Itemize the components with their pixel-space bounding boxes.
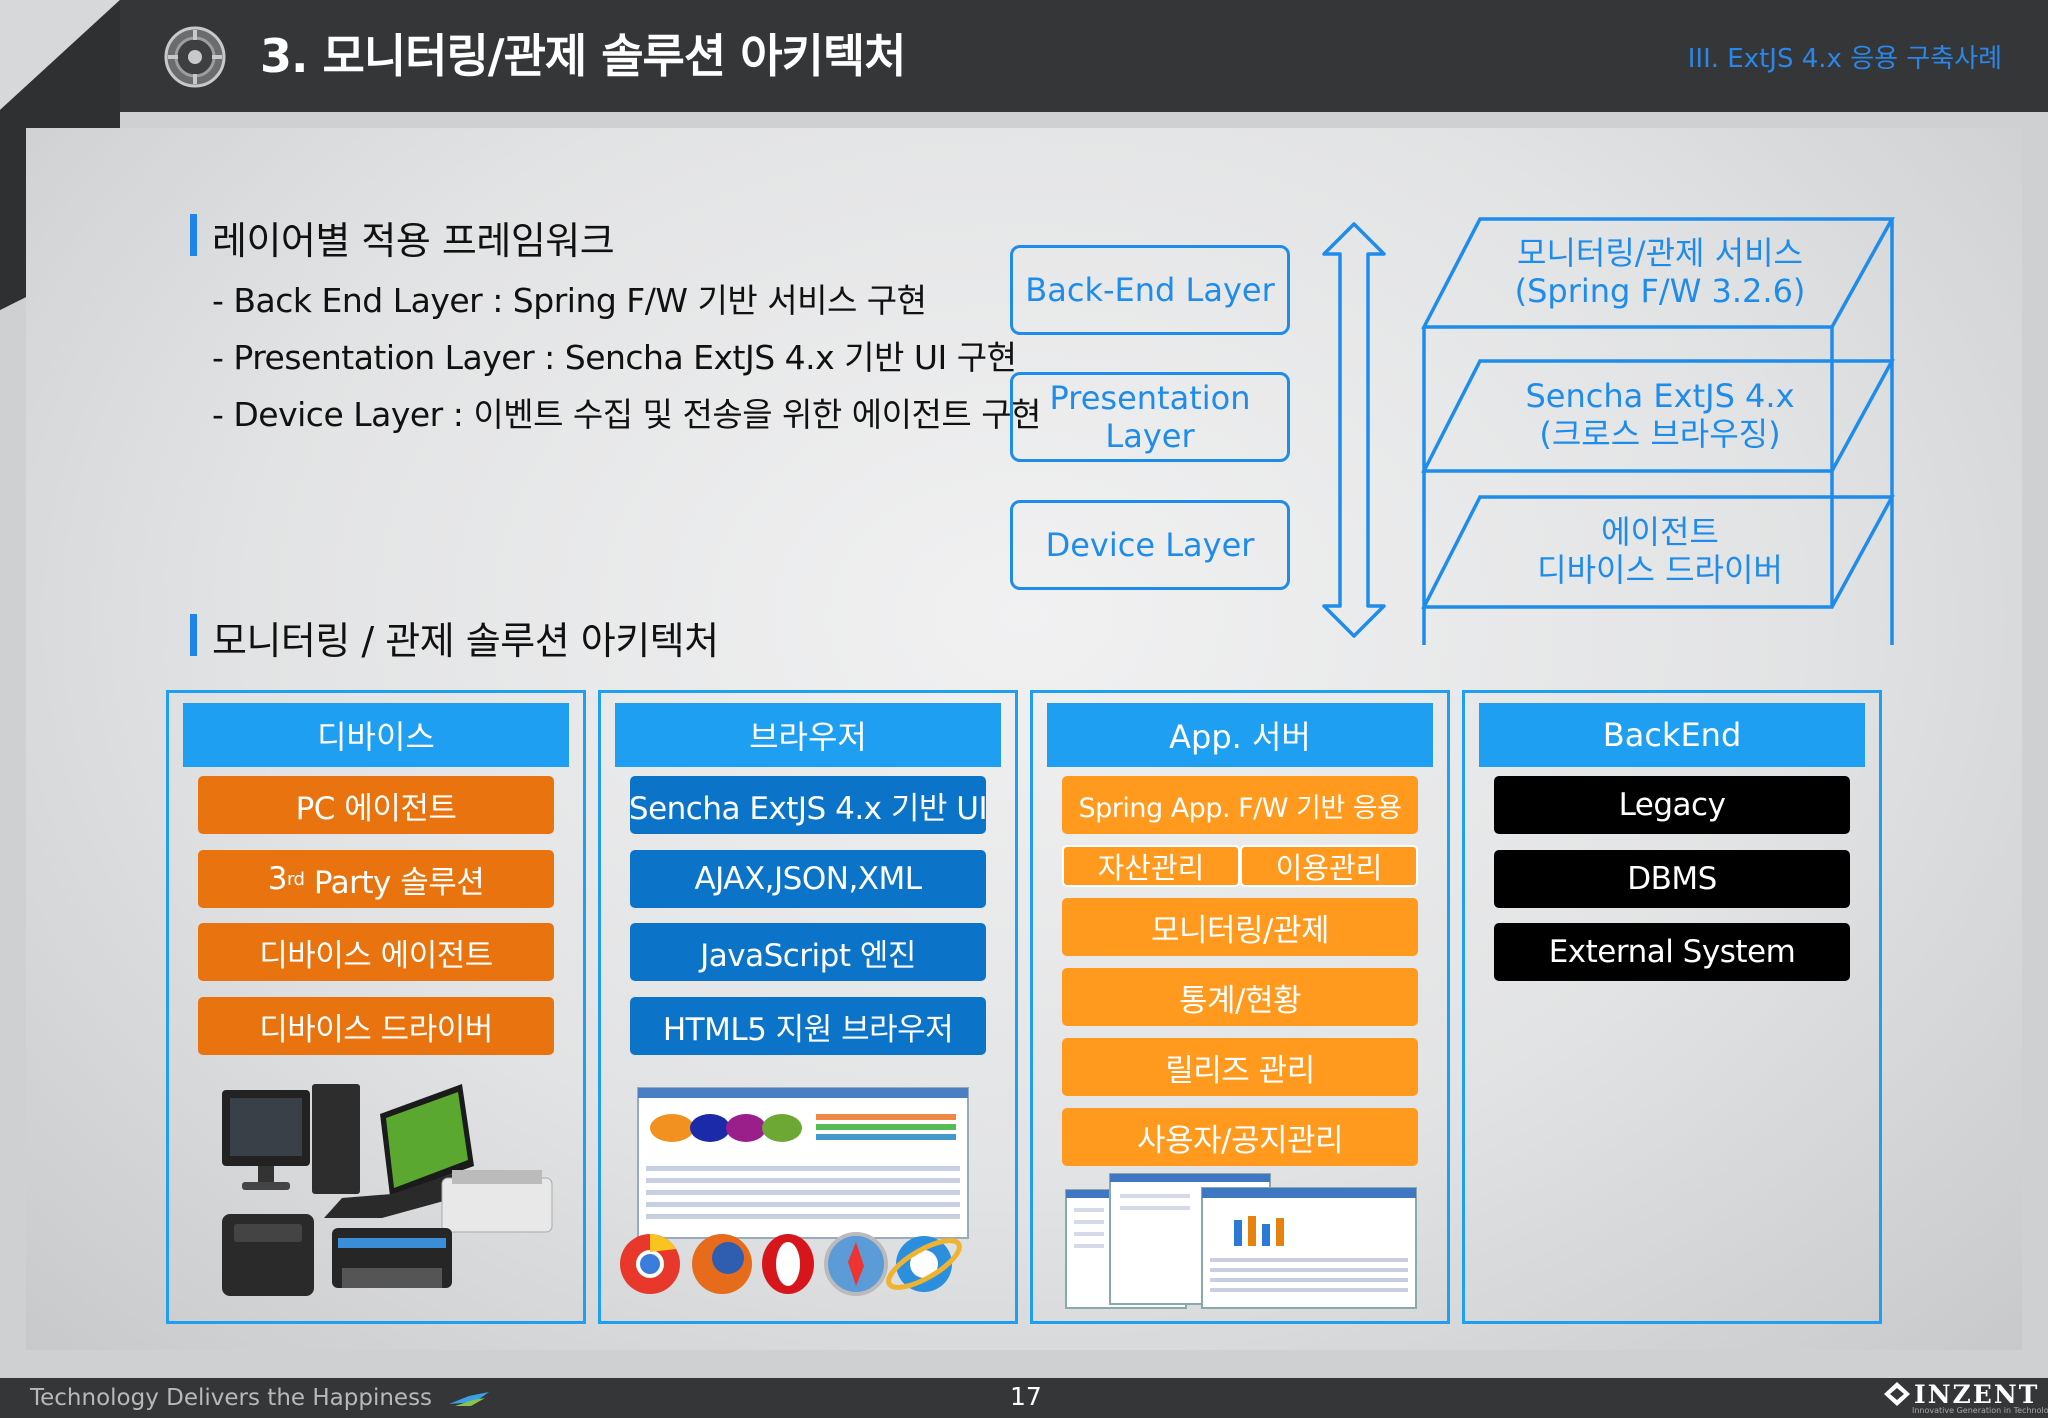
item-asset-management: 자산관리	[1062, 845, 1240, 887]
backend-layer-label: Back-End Layer	[1025, 271, 1275, 309]
presentation-layer-box: Presentation Layer	[1010, 372, 1290, 462]
layers-heading: 레이어별 적용 프레임워크	[190, 210, 615, 265]
gear-icon	[164, 26, 226, 88]
column-app-server: App. 서버	[1030, 690, 1450, 1324]
bullet-presentation: - Presentation Layer : Sencha ExtJS 4.x …	[212, 338, 1017, 377]
inzent-logo-icon	[1884, 1382, 1910, 1406]
item-release-management: 릴리즈 관리	[1062, 1038, 1418, 1096]
company-logo: INZENT	[1914, 1380, 2040, 1409]
item-html5-browser: HTML5 지원 브라우저	[630, 997, 986, 1055]
item-3rd-number: 3	[267, 861, 288, 897]
browser-screenshot-illustration	[620, 1087, 969, 1296]
header-bar	[0, 0, 2048, 112]
backend-layer-box: Back-End Layer	[1010, 245, 1290, 335]
tagline-swoosh-icon	[449, 1391, 490, 1406]
footer-bar	[0, 1378, 2048, 1418]
item-user-notice-management: 사용자/공지관리	[1062, 1108, 1418, 1166]
column-app-server-header: App. 서버	[1047, 703, 1433, 767]
stack-device-label: 에이전트 디바이스 드라이버	[1537, 513, 1783, 589]
devices-illustration	[222, 1084, 553, 1296]
item-pc-agent: PC 에이전트	[198, 776, 554, 834]
footer-tagline-text: Technology Delivers the Happiness	[30, 1385, 433, 1411]
stack-backend-label: 모니터링/관제 서비스 (Spring F/W 3.2.6)	[1514, 234, 1806, 310]
device-layer-box: Device Layer	[1010, 500, 1290, 590]
item-legacy: Legacy	[1494, 776, 1850, 834]
item-external-system: External System	[1494, 923, 1850, 981]
item-statistics: 통계/현황	[1062, 968, 1418, 1026]
column-device-header: 디바이스	[183, 703, 569, 767]
company-logo-subtitle: Innovative Generation in Technology	[1912, 1406, 2048, 1415]
architecture-heading: 모니터링 / 관제 솔루션 아키텍처	[190, 610, 719, 665]
double-arrow-icon	[1322, 222, 1386, 638]
page-number: 17	[1010, 1382, 1042, 1411]
presentation-layer-label: Presentation Layer	[1049, 379, 1251, 455]
stack-presentation-label: Sencha ExtJS 4.x (크로스 브라우징)	[1525, 377, 1795, 453]
page-title: 3. 모니터링/관제 솔루션 아키텍처	[260, 29, 906, 83]
app-screenshots-illustration	[1065, 1173, 1417, 1309]
column-browser: 브라우저	[598, 690, 1018, 1324]
layer-stack-diagram	[1421, 217, 1895, 645]
column-browser-header: 브라우저	[615, 703, 1001, 767]
item-sencha-ui: Sencha ExtJS 4.x 기반 UI	[629, 776, 988, 834]
item-device-agent: 디바이스 에이전트	[198, 923, 554, 981]
bullet-backend: - Back End Layer : Spring F/W 기반 서비스 구현	[212, 281, 927, 320]
section-label: III. ExtJS 4.x 응용 구축사례	[1687, 44, 2002, 74]
bullet-device: - Device Layer : 이벤트 수집 및 전송을 위한 에이전트 구현	[212, 395, 1041, 434]
item-dbms: DBMS	[1494, 850, 1850, 908]
column-backend-header: BackEnd	[1479, 703, 1865, 767]
footer-tagline: Technology Delivers the Happiness	[30, 1385, 491, 1411]
device-layer-label: Device Layer	[1045, 526, 1255, 564]
item-3rd-label: Party 솔루션	[304, 864, 485, 901]
item-spring-app: Spring App. F/W 기반 응용	[1062, 776, 1418, 834]
item-device-driver: 디바이스 드라이버	[198, 997, 554, 1055]
item-monitoring: 모니터링/관제	[1062, 898, 1418, 956]
column-device: 디바이스	[166, 690, 586, 1324]
item-usage-management: 이용관리	[1240, 845, 1418, 887]
column-backend: BackEnd	[1462, 690, 1882, 1324]
item-javascript-engine: JavaScript 엔진	[630, 923, 986, 981]
item-ajax-json-xml: AJAX,JSON,XML	[630, 850, 986, 908]
item-3rd-suffix: rd	[286, 868, 305, 890]
